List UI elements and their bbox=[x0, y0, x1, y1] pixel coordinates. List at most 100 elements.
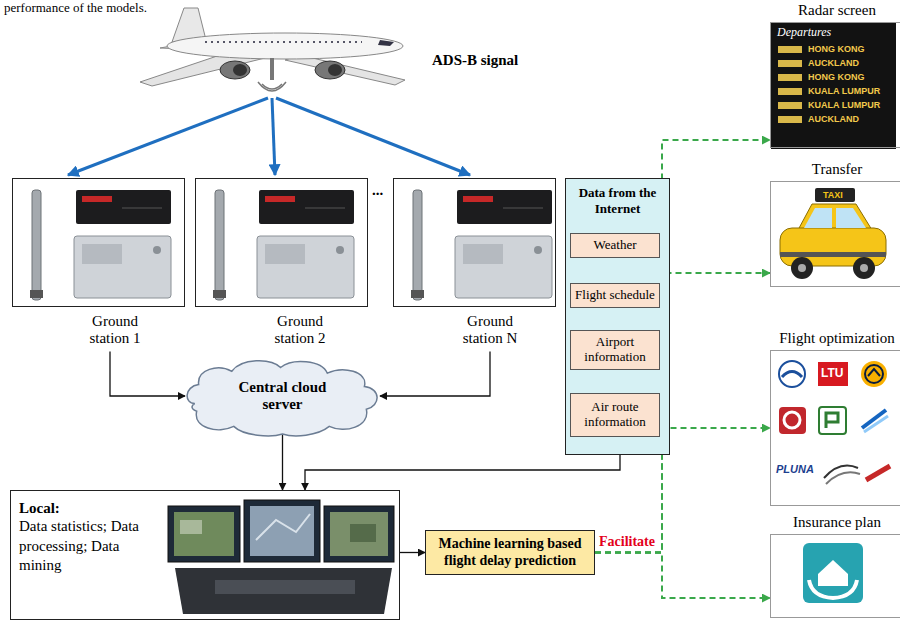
board-cell bbox=[778, 88, 802, 95]
taxi-window bbox=[836, 208, 866, 228]
logo-text: LTU bbox=[821, 367, 843, 381]
monitor bbox=[324, 506, 394, 562]
label-holder: ... bbox=[372, 182, 383, 199]
node-text: Central cloud server bbox=[223, 379, 343, 414]
node-text: Local: bbox=[19, 499, 391, 517]
airplane bbox=[140, 8, 405, 91]
logo bbox=[818, 362, 848, 386]
label-holder: AUCKLAND bbox=[808, 114, 859, 124]
fuselage bbox=[167, 33, 403, 59]
board-row: AUCKLAND bbox=[808, 114, 859, 124]
board-cell bbox=[778, 102, 802, 109]
board-cell bbox=[778, 46, 802, 53]
transponder-antenna bbox=[270, 58, 274, 80]
node-text: Insurance plan bbox=[770, 514, 900, 531]
logo-text: PLUNA bbox=[776, 463, 814, 476]
station-frame bbox=[195, 178, 368, 307]
station-equipment bbox=[411, 190, 552, 300]
wheel bbox=[791, 257, 813, 279]
icon-ground bbox=[803, 543, 863, 603]
engine bbox=[315, 61, 345, 79]
board-cell bbox=[778, 116, 802, 123]
signal-arrow bbox=[276, 98, 470, 175]
windows bbox=[205, 41, 362, 43]
taxi-sign bbox=[815, 188, 855, 202]
cloud-server: Central cloud server bbox=[185, 358, 380, 434]
station-equipment bbox=[30, 190, 171, 300]
label-holder: ADS-B signal bbox=[432, 52, 518, 69]
departure-board bbox=[771, 23, 896, 149]
ground-station: Ground station N bbox=[393, 178, 556, 352]
logo-mark bbox=[826, 413, 838, 428]
station-frame bbox=[12, 178, 185, 307]
insurance-icon bbox=[803, 543, 863, 603]
logo-mark bbox=[782, 372, 802, 378]
station-equipment bbox=[213, 190, 354, 300]
taxi-sign-text: TAXI bbox=[823, 190, 843, 200]
local-station: Local:Data statistics; Data processing; … bbox=[10, 490, 400, 620]
board-row: KUALA LUMPUR bbox=[808, 86, 880, 96]
node-text: Flight schedule bbox=[575, 288, 655, 303]
application-panel: Transfer bbox=[770, 161, 900, 287]
edge-note: Facilitate bbox=[599, 534, 655, 550]
node-text: Ground station N bbox=[450, 313, 530, 348]
logo bbox=[826, 472, 860, 484]
monitor bbox=[168, 506, 240, 562]
label-holder: KUALA LUMPUR bbox=[808, 100, 880, 110]
node-text: Airport information bbox=[573, 335, 657, 365]
label-holder: AUCKLAND bbox=[808, 58, 859, 68]
screen-detail bbox=[350, 524, 376, 542]
data-source-box: Air route information bbox=[570, 393, 660, 437]
screen bbox=[174, 512, 234, 556]
ellipsis: ... bbox=[372, 182, 383, 199]
node-text: Radar screen bbox=[770, 2, 900, 19]
node-text: Transfer bbox=[770, 161, 900, 178]
node-text: Ground station 1 bbox=[75, 313, 155, 348]
board-row: KUALA LUMPUR bbox=[808, 100, 880, 110]
signal-arrow bbox=[272, 98, 275, 175]
radio-wave bbox=[258, 82, 286, 91]
board-cell bbox=[778, 60, 802, 67]
picture-frame bbox=[770, 22, 900, 148]
label-holder: KUALA LUMPUR bbox=[808, 86, 880, 96]
workstation bbox=[168, 500, 394, 614]
data-source-box: Weather bbox=[570, 233, 660, 258]
keyboard bbox=[215, 580, 355, 594]
taxi bbox=[780, 188, 886, 279]
ground-station: Ground station 2 bbox=[195, 178, 368, 352]
wing bbox=[285, 55, 405, 85]
paper-text: performance of the models. bbox=[4, 1, 147, 16]
ground-station: Ground station 1 bbox=[12, 178, 185, 352]
taxi-bumper bbox=[780, 252, 886, 257]
engine-intake bbox=[328, 64, 342, 76]
engine bbox=[220, 61, 250, 79]
board-row: AUCKLAND bbox=[808, 58, 859, 68]
screen bbox=[250, 506, 314, 556]
label-holder: PLUNA bbox=[776, 463, 814, 476]
label-holder: Departures bbox=[777, 26, 831, 40]
cloud-shape bbox=[187, 361, 377, 436]
taxi-window bbox=[804, 208, 832, 228]
logo bbox=[861, 361, 887, 387]
board-row: HONG KONG bbox=[808, 72, 865, 82]
logo-mark bbox=[865, 365, 883, 383]
screen-detail bbox=[180, 520, 202, 534]
cockpit bbox=[378, 40, 394, 46]
signal-label: ADS-B signal bbox=[432, 52, 518, 69]
data-source-box: Flight schedule bbox=[570, 283, 660, 308]
node-text: Flight optimization bbox=[770, 330, 900, 347]
board-cell bbox=[778, 74, 802, 81]
application-panel: Insurance plan bbox=[770, 514, 900, 618]
node-text: Weather bbox=[594, 238, 637, 253]
console bbox=[175, 568, 392, 614]
logo-mark bbox=[784, 412, 800, 428]
dashed-arrow bbox=[595, 553, 770, 599]
signal-arrow bbox=[68, 98, 268, 175]
label-holder: Facilitate bbox=[599, 534, 655, 550]
wheel bbox=[853, 257, 875, 279]
house bbox=[818, 560, 848, 586]
hands bbox=[809, 580, 857, 598]
node-text: Data from the Internet bbox=[566, 179, 669, 216]
